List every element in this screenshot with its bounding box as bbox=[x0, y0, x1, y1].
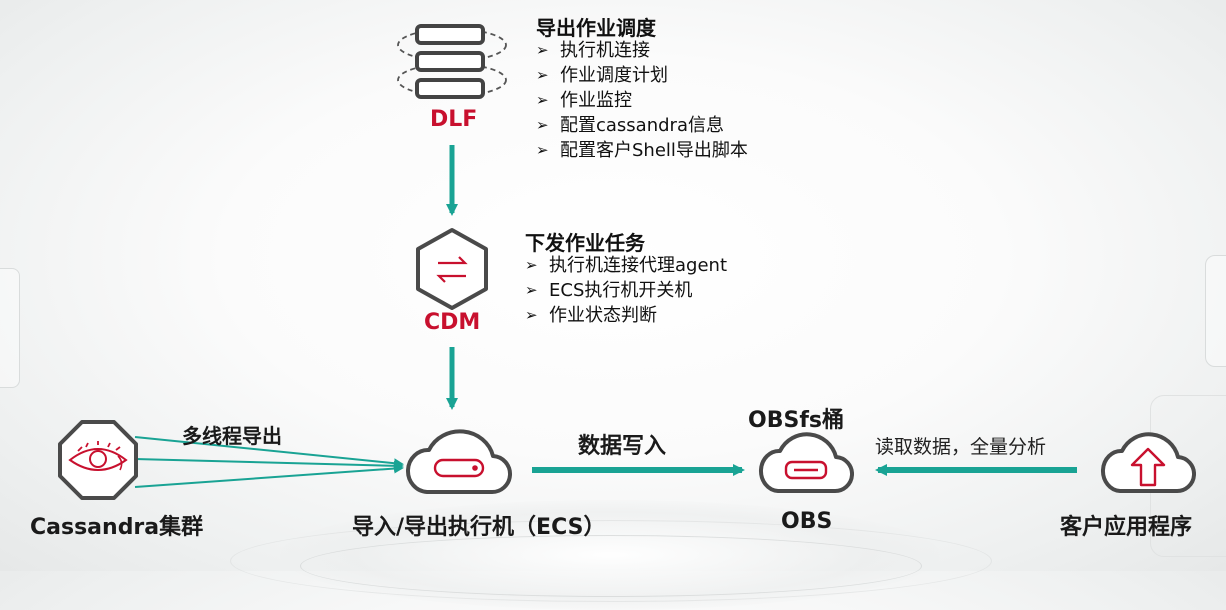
cdm-feature-list: ➢执行机连接代理agent ➢ECS执行机开关机 ➢作业状态判断 bbox=[525, 253, 727, 328]
exchange-hexagon-icon bbox=[416, 228, 488, 310]
thread-arrow-3 bbox=[134, 463, 404, 488]
thread-arrow-2 bbox=[134, 458, 404, 471]
list-item: ➢执行机连接 bbox=[536, 40, 650, 61]
bullet-arrow-icon: ➢ bbox=[525, 256, 538, 274]
list-item: ➢作业调度计划 bbox=[536, 65, 668, 86]
eye-octagon-icon bbox=[58, 420, 138, 500]
cloud-server-icon bbox=[406, 429, 513, 495]
server-stack-icon bbox=[397, 24, 507, 99]
cdm-label: CDM bbox=[424, 310, 481, 335]
cloud-storage-icon bbox=[758, 432, 854, 494]
bullet-arrow-icon: ➢ bbox=[536, 141, 549, 159]
data-write-label: 数据写入 bbox=[578, 434, 667, 459]
connector-layer bbox=[134, 145, 1077, 488]
cassandra-label: Cassandra集群 bbox=[30, 515, 204, 540]
client-app-label: 客户应用程序 bbox=[1060, 515, 1193, 540]
read-analyze-label: 读取数据，全量分析 bbox=[875, 436, 1047, 458]
bullet-arrow-icon: ➢ bbox=[525, 306, 538, 324]
ecs-label: 导入/导出执行机（ECS） bbox=[352, 515, 606, 540]
dlf-label: DLF bbox=[430, 107, 478, 132]
dlf-title: 导出作业调度 bbox=[536, 16, 656, 40]
bullet-arrow-icon: ➢ bbox=[536, 66, 549, 84]
bullet-arrow-icon: ➢ bbox=[536, 116, 549, 134]
thread-arrow-1 bbox=[134, 436, 404, 469]
cloud-upload-icon bbox=[1100, 432, 1196, 494]
list-item: ➢作业状态判断 bbox=[525, 305, 657, 326]
list-item: ➢ECS执行机开关机 bbox=[525, 280, 693, 301]
obs-label: OBS bbox=[781, 509, 833, 534]
obs-bucket-label: OBSfs桶 bbox=[748, 408, 844, 433]
list-item: ➢执行机连接代理agent bbox=[525, 255, 727, 276]
list-item: ➢作业监控 bbox=[536, 90, 632, 111]
bullet-arrow-icon: ➢ bbox=[525, 281, 538, 299]
bullet-arrow-icon: ➢ bbox=[536, 41, 549, 59]
list-item: ➢配置客户Shell导出脚本 bbox=[536, 140, 748, 161]
dlf-feature-list: ➢执行机连接 ➢作业调度计划 ➢作业监控 ➢配置cassandra信息 ➢配置客… bbox=[536, 38, 748, 163]
list-item: ➢配置cassandra信息 bbox=[536, 115, 724, 136]
cdm-title: 下发作业任务 bbox=[525, 231, 645, 255]
multithread-export-label: 多线程导出 bbox=[182, 424, 282, 448]
bullet-arrow-icon: ➢ bbox=[536, 91, 549, 109]
